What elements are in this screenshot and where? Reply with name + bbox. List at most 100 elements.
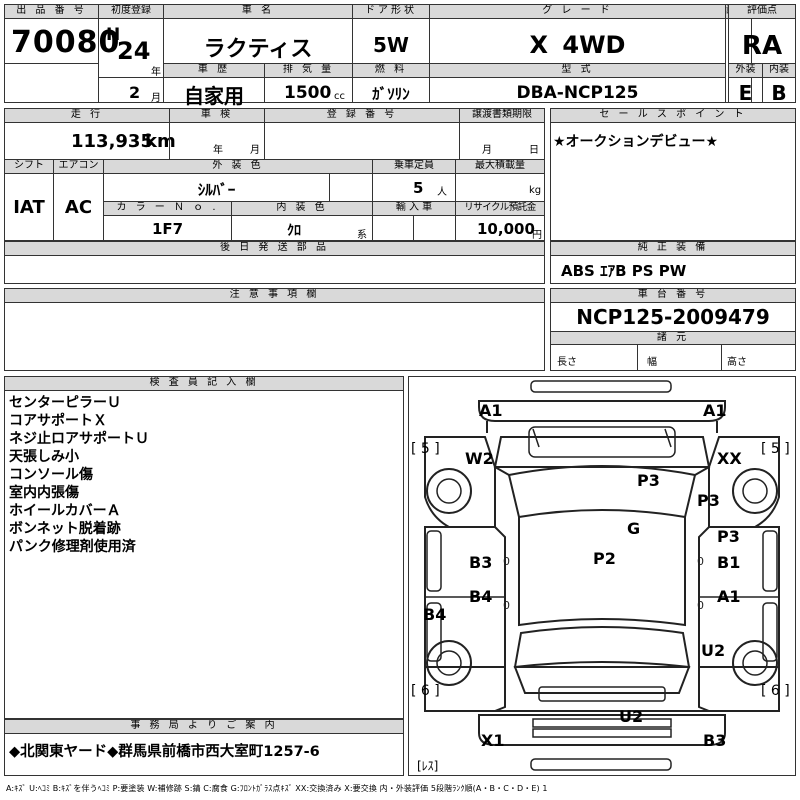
mark-b3-left: B3 [469,553,493,572]
mark-b3-rear: B3 [703,731,727,750]
inspection-label: 車 検 [170,109,264,123]
inspector-line: 天張しみ小 [9,449,79,465]
aircon: AC [64,197,93,218]
svg-text:0: 0 [503,555,510,568]
tire-rear-left: [ 6 ] [411,683,440,699]
aircon-label: エアコン [54,160,103,174]
import-label: 輸 入 車 [373,202,455,216]
lot-number: 70080 [11,25,121,60]
int-color-label: 内 装 色 [232,202,372,216]
interior-grade-label: 内装 [763,64,795,78]
mileage: 113,935 [71,131,153,152]
exterior-grade: E [738,81,753,105]
max-load-unit: kg [529,185,542,196]
registration-label: 登 録 番 号 [265,109,459,123]
recycle-fee: 10,000 [477,220,535,238]
specs-label: 諸 元 [551,331,795,345]
car-diagram: 0 0 0 0 [424,380,780,771]
door-type: 5W [373,33,409,57]
era: H [106,25,121,45]
int-color: ｸﾛ [287,223,301,239]
model-label: 型 式 [430,64,725,78]
transfer-month-unit: 月 [482,145,492,156]
capacity-label: 乗車定員 [373,160,455,174]
mark-b4-door: B4 [469,587,493,606]
equipment: ABS ｴｱB PS PW [561,262,687,280]
grade: X 4WD [529,31,626,59]
color-label: 外 装 色 [104,160,372,174]
svg-text:0: 0 [697,555,704,568]
mark-u2-rear: U2 [619,707,644,726]
mark-a1-front-right: A1 [703,401,727,420]
inspector-line: コンソール傷 [9,467,93,483]
year-unit: 年 [151,67,161,78]
mark-a1-front-left: A1 [479,401,503,420]
sales-point-box: セ ー ル ス ポ イ ン ト ★オークションデビュー★ [550,108,796,241]
mark-u2-right: U2 [701,641,726,660]
fuel-label: 燃 料 [353,64,429,78]
recycle-unit: 円 [532,230,542,241]
mark-g: G [627,519,641,538]
color: ｼﾙﾊﾞｰ [197,181,236,199]
int-color-unit: 系 [357,230,367,241]
history: 自家用 [184,84,244,108]
inspector-notes: センターピラーＵ コアサポートＸ ネジ止ロアサポートＵ 天張しみ小 コンソール傷… [9,394,149,556]
inspection-year-unit: 年 [213,145,223,156]
mark-xx: XX [717,449,742,468]
spare-tire: [ﾚｽ] [417,759,439,773]
spec-length: 長さ [557,357,577,368]
inspector-line: ネジ止ロアサポートＵ [9,431,149,447]
inspector-line: ホイールカバーＡ [9,503,121,519]
car-diagram-box: 0 0 0 0 A1 A1 [ 5 ] [ 5 ] W2 XX P3 P3 G … [408,376,796,776]
model-code: DBA-NCP125 [516,83,639,103]
notes-box: 注 意 事 項 欄 [4,288,545,371]
transfer-label: 譲渡書類期限 [460,109,544,123]
recycle-label: リサイクル預託金 [456,202,544,216]
transfer-day-unit: 日 [529,145,539,156]
score-header: 評価点 [729,5,795,19]
equipment-box: 純 正 装 備 ABS ｴｱB PS PW [550,241,796,284]
inspector-label: 検 査 員 記 入 欄 [5,377,403,391]
capacity: 5 [413,179,424,197]
fuel: ｶﾞｿﾘﾝ [372,85,410,103]
mark-x1: X1 [481,731,505,750]
later-parts-label: 後 日 発 送 部 品 [5,242,544,256]
door-label: ドア形状 [353,5,429,19]
equipment-label: 純 正 装 備 [551,242,795,256]
car-name-label: 車 名 [164,5,352,19]
lot-label: 出 品 番 号 [5,5,98,19]
spec-width: 幅 [647,357,657,368]
mark-p3-right-door: P3 [717,527,740,546]
shift-label: シフト [5,160,53,174]
tire-front-right: [ 5 ] [761,441,790,457]
score-box: 評価点 RA 外装 内装 E B [728,4,796,105]
legend: A:ｷｽﾞ U:ﾍｺﾐ B:ｷｽﾞを伴うﾍｺﾐ P:要塗装 W:補修跡 S:錆 … [6,784,548,793]
office-info: ◆北関東ヤード◆群馬県前橋市西大室町1257-6 [9,744,320,760]
sales-point: ★オークションデビュー★ [553,134,719,150]
mileage-unit: km [145,131,176,152]
mark-p2: P2 [593,549,616,568]
inspector-box: 検 査 員 記 入 欄 センターピラーＵ コアサポートＸ ネジ止ロアサポートＵ … [4,376,404,719]
inspector-line: 室内内張傷 [9,485,79,501]
spec-height: 高さ [727,357,747,368]
color-no: 1F7 [151,220,184,238]
car-name: ラクティス [203,37,313,62]
vehicle-detail-box: 走 行 113,935 km 車 検 年 月 登 録 番 号 譲渡書類期限 月 … [4,108,545,241]
exterior-grade-label: 外装 [729,64,762,78]
notes-label: 注 意 事 項 欄 [5,289,544,303]
mark-w2: W2 [465,449,494,468]
reg-year: 24 [117,37,151,65]
svg-text:0: 0 [697,599,704,612]
capacity-unit: 人 [437,187,447,198]
mark-a1-door: A1 [717,587,741,606]
header-info-box: 出 品 番 号 70080 初度登録 H 24 年 2 月 車 名 ラクティス … [4,4,753,108]
office-box: 事 務 局 よ り ご 案 内 ◆北関東ヤード◆群馬県前橋市西大室町1257-6 [4,719,404,776]
office-label: 事 務 局 よ り ご 案 内 [5,720,403,734]
sales-point-label: セ ー ル ス ポ イ ン ト [551,109,795,123]
svg-text:0: 0 [503,599,510,612]
reg-month: 2 [129,83,141,102]
displacement-label: 排 気 量 [265,64,352,78]
score-value: RA [741,31,783,61]
chassis-number: NCP125-2009479 [576,305,770,329]
month-unit: 月 [151,93,161,104]
